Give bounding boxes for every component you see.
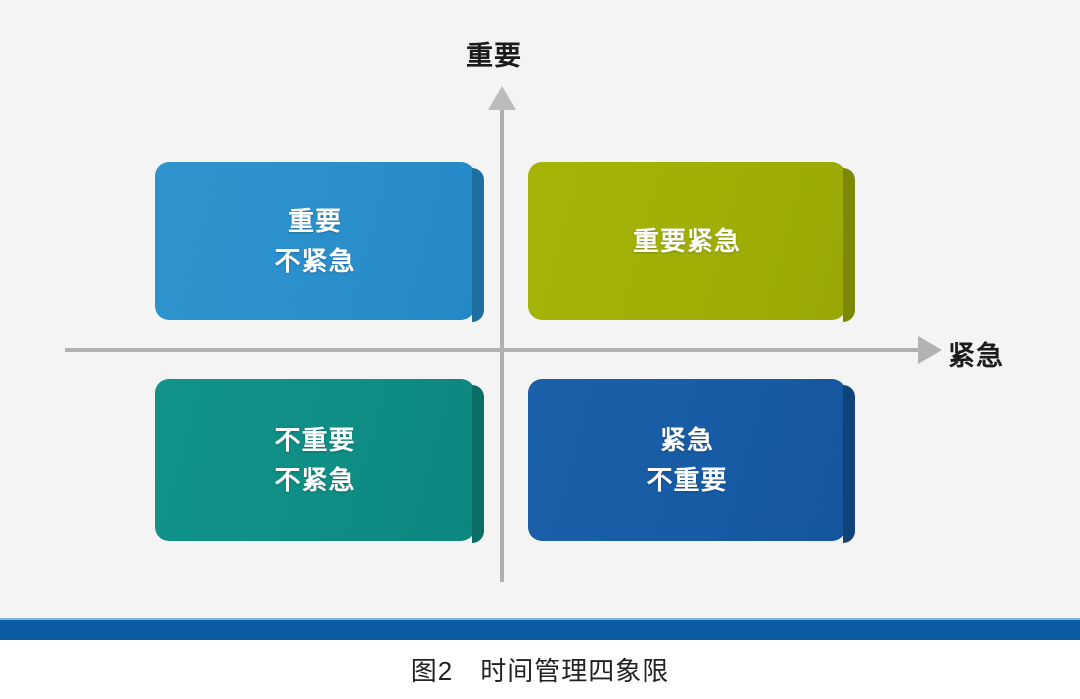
quadrant-label-line-2: 不紧急 [274, 465, 356, 495]
arrow-right-icon [918, 336, 942, 364]
x-axis-label: 紧急 [948, 341, 1004, 371]
page-divider-bar [0, 618, 1080, 642]
quadrant-shadow-edge [472, 385, 484, 543]
quadrant-label-line-1: 重要 [287, 205, 342, 236]
quadrant-shadow-edge [472, 168, 484, 322]
quadrant-important-urgent[interactable]: 重要紧急 [528, 162, 855, 322]
quadrant-not-important-not-urgent[interactable]: 不重要 不紧急 [155, 379, 484, 543]
arrow-up-icon [488, 86, 516, 110]
quadrant-important-not-urgent[interactable]: 重要 不紧急 [155, 162, 484, 322]
y-axis-label: 重要 [466, 41, 522, 71]
x-axis-line [65, 348, 925, 352]
quadrant-label-line-1: 紧急 [659, 424, 714, 455]
quadrant-urgent-not-important[interactable]: 紧急 不重要 [528, 379, 855, 543]
quadrant-label-line-2: 不紧急 [274, 246, 356, 276]
quadrant-shadow-edge [843, 168, 855, 322]
quadrant-diagram: 重要 紧急 重要 不紧急 重要紧急 不重要 不紧急 紧急 不重要 [0, 0, 1080, 618]
quadrant-shadow-edge [843, 385, 855, 543]
quadrant-label-line-2: 不重要 [646, 465, 728, 495]
figure-caption-text: 图2 时间管理四象限 [410, 656, 670, 686]
y-axis-line [500, 108, 504, 582]
quadrant-label-line-1: 不重要 [274, 424, 356, 455]
quadrant-label-line-1: 重要紧急 [632, 225, 741, 256]
figure-caption: 图2 时间管理四象限 [0, 640, 1080, 699]
